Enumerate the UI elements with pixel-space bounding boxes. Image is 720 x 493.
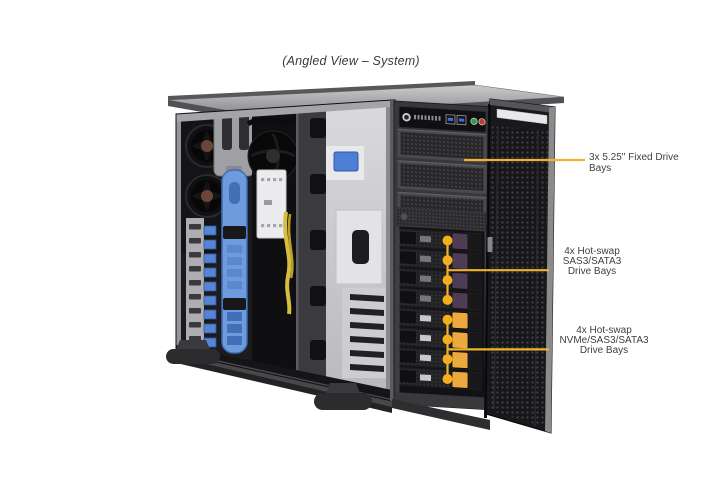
pci-slot-brackets (186, 218, 217, 356)
rear-panel-edge (176, 100, 181, 358)
front-door (485, 98, 556, 434)
callout-label-fixed-drive-bays: 3x 5.25" Fixed Drive Bays (589, 152, 699, 174)
drive-cage-interior (326, 100, 392, 401)
sata-cables (283, 211, 292, 315)
callout-text-line: Drive Bays (567, 266, 617, 277)
chassis-foot (166, 349, 220, 364)
cage-grille (397, 207, 486, 231)
door-edge (545, 107, 555, 433)
callout-label-nvme-bays: 4x Hot-swap NVMe/SAS3/SATA3 Drive Bays (547, 326, 661, 356)
front-control-panel (398, 105, 487, 133)
callout-lines (446, 158, 585, 379)
chassis-feet (166, 340, 372, 410)
callout-text-line: SAS3/SATA3 (562, 256, 622, 267)
side-interior (172, 99, 393, 413)
front-panel (393, 100, 491, 411)
power-led-icon (470, 117, 478, 125)
callout-text-line: 3x 5.25" Fixed Drive (589, 152, 679, 163)
callout-label-sas-bays: 4x Hot-swap SAS3/SATA3 Drive Bays (550, 247, 634, 277)
gpu-support-bracket (221, 169, 248, 354)
chassis-foot (314, 393, 372, 410)
callout-text-line: Bays (589, 162, 612, 174)
door-latch (487, 237, 493, 252)
door-mesh (488, 126, 548, 427)
front-bottom-band (392, 399, 490, 430)
hot-swap-drive-bays (395, 226, 489, 400)
door-vent-slot (496, 108, 548, 125)
callout-text-line: 4x Hot-swap (564, 246, 620, 257)
top-rail (176, 100, 392, 122)
card-guide-bar (296, 102, 326, 390)
motherboard-area (246, 104, 300, 386)
callout-text-line: Drive Bays (579, 345, 629, 356)
callout-text-line: 4x Hot-swap (576, 325, 632, 336)
figure-caption: (Angled View – System) (282, 54, 420, 68)
front-corner-edge (390, 99, 396, 401)
reset-led-icon (478, 118, 486, 126)
callout-text-line: NVMe/SAS3/SATA3 (559, 335, 649, 346)
